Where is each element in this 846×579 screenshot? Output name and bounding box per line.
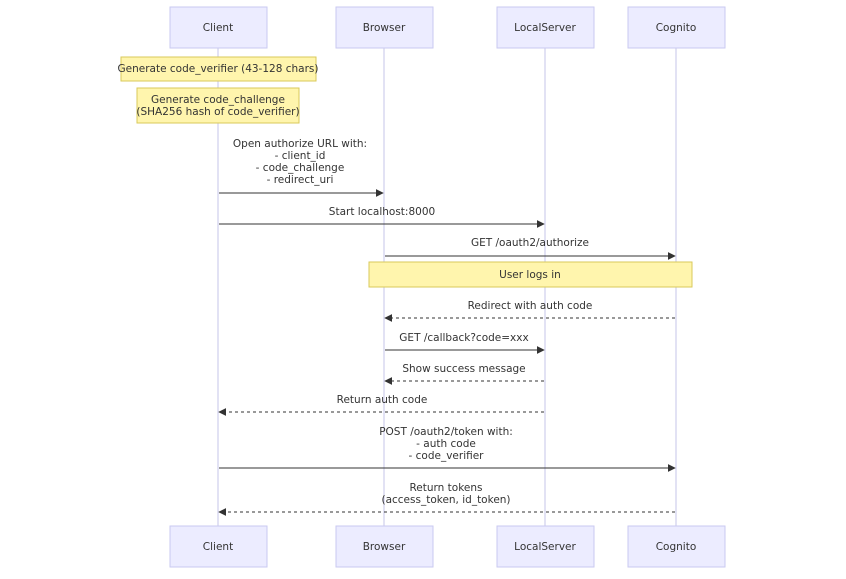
actor-cognito-bottom: Cognito — [627, 525, 726, 568]
message-post-token: POST /oauth2/token with: - auth code - c… — [219, 426, 676, 472]
note-text: Generate code_verifier (43-128 chars) — [118, 63, 319, 75]
message-label: - code_challenge — [256, 162, 345, 174]
message-get-authorize: GET /oauth2/authorize — [385, 237, 676, 260]
message-label: Redirect with auth code — [468, 300, 593, 312]
message-label: GET /callback?code=xxx — [399, 332, 528, 344]
actor-localserver-top: LocalServer — [496, 6, 595, 49]
actor-label: Cognito — [656, 541, 697, 553]
message-label: (access_token, id_token) — [381, 494, 510, 506]
note-code-challenge: Generate code_challenge (SHA256 hash of … — [136, 87, 300, 124]
note-code-verifier: Generate code_verifier (43-128 chars) — [118, 56, 319, 82]
message-label: - client_id — [275, 150, 326, 162]
message-redirect-auth-code: Redirect with auth code — [384, 300, 675, 322]
actor-label: Browser — [363, 22, 406, 34]
actor-label: Browser — [363, 541, 406, 553]
message-label: Return tokens — [409, 482, 482, 494]
message-label: POST /oauth2/token with: — [379, 426, 513, 438]
message-show-success: Show success message — [384, 363, 544, 385]
message-return-auth-code: Return auth code — [218, 394, 544, 416]
note-text: Generate code_challenge — [151, 94, 285, 106]
actor-label: Client — [203, 22, 233, 34]
message-start-localhost: Start localhost:8000 — [219, 206, 545, 228]
message-label: - redirect_uri — [267, 174, 334, 186]
message-label: Return auth code — [337, 394, 428, 406]
message-get-callback: GET /callback?code=xxx — [385, 332, 545, 354]
actor-browser-top: Browser — [335, 6, 434, 49]
actor-label: LocalServer — [514, 541, 576, 553]
actor-client-bottom: Client — [169, 525, 268, 568]
message-open-authorize: Open authorize URL with: - client_id - c… — [219, 138, 384, 197]
actor-label: Cognito — [656, 22, 697, 34]
note-text: (SHA256 hash of code_verifier) — [136, 106, 299, 118]
actor-label: LocalServer — [514, 22, 576, 34]
message-label: Open authorize URL with: — [233, 138, 367, 150]
message-label: Start localhost:8000 — [329, 206, 435, 218]
note-text: User logs in — [499, 269, 561, 281]
actor-label: Client — [203, 541, 233, 553]
message-label: - code_verifier — [409, 450, 485, 462]
message-return-tokens: Return tokens (access_token, id_token) — [218, 482, 675, 516]
actor-localserver-bottom: LocalServer — [496, 525, 595, 568]
message-label: - auth code — [416, 438, 476, 450]
note-user-logs-in: User logs in — [368, 261, 693, 288]
message-label: GET /oauth2/authorize — [471, 237, 589, 249]
actor-cognito-top: Cognito — [627, 6, 726, 49]
actor-client-top: Client — [169, 6, 268, 49]
message-label: Show success message — [402, 363, 525, 375]
actor-browser-bottom: Browser — [335, 525, 434, 568]
